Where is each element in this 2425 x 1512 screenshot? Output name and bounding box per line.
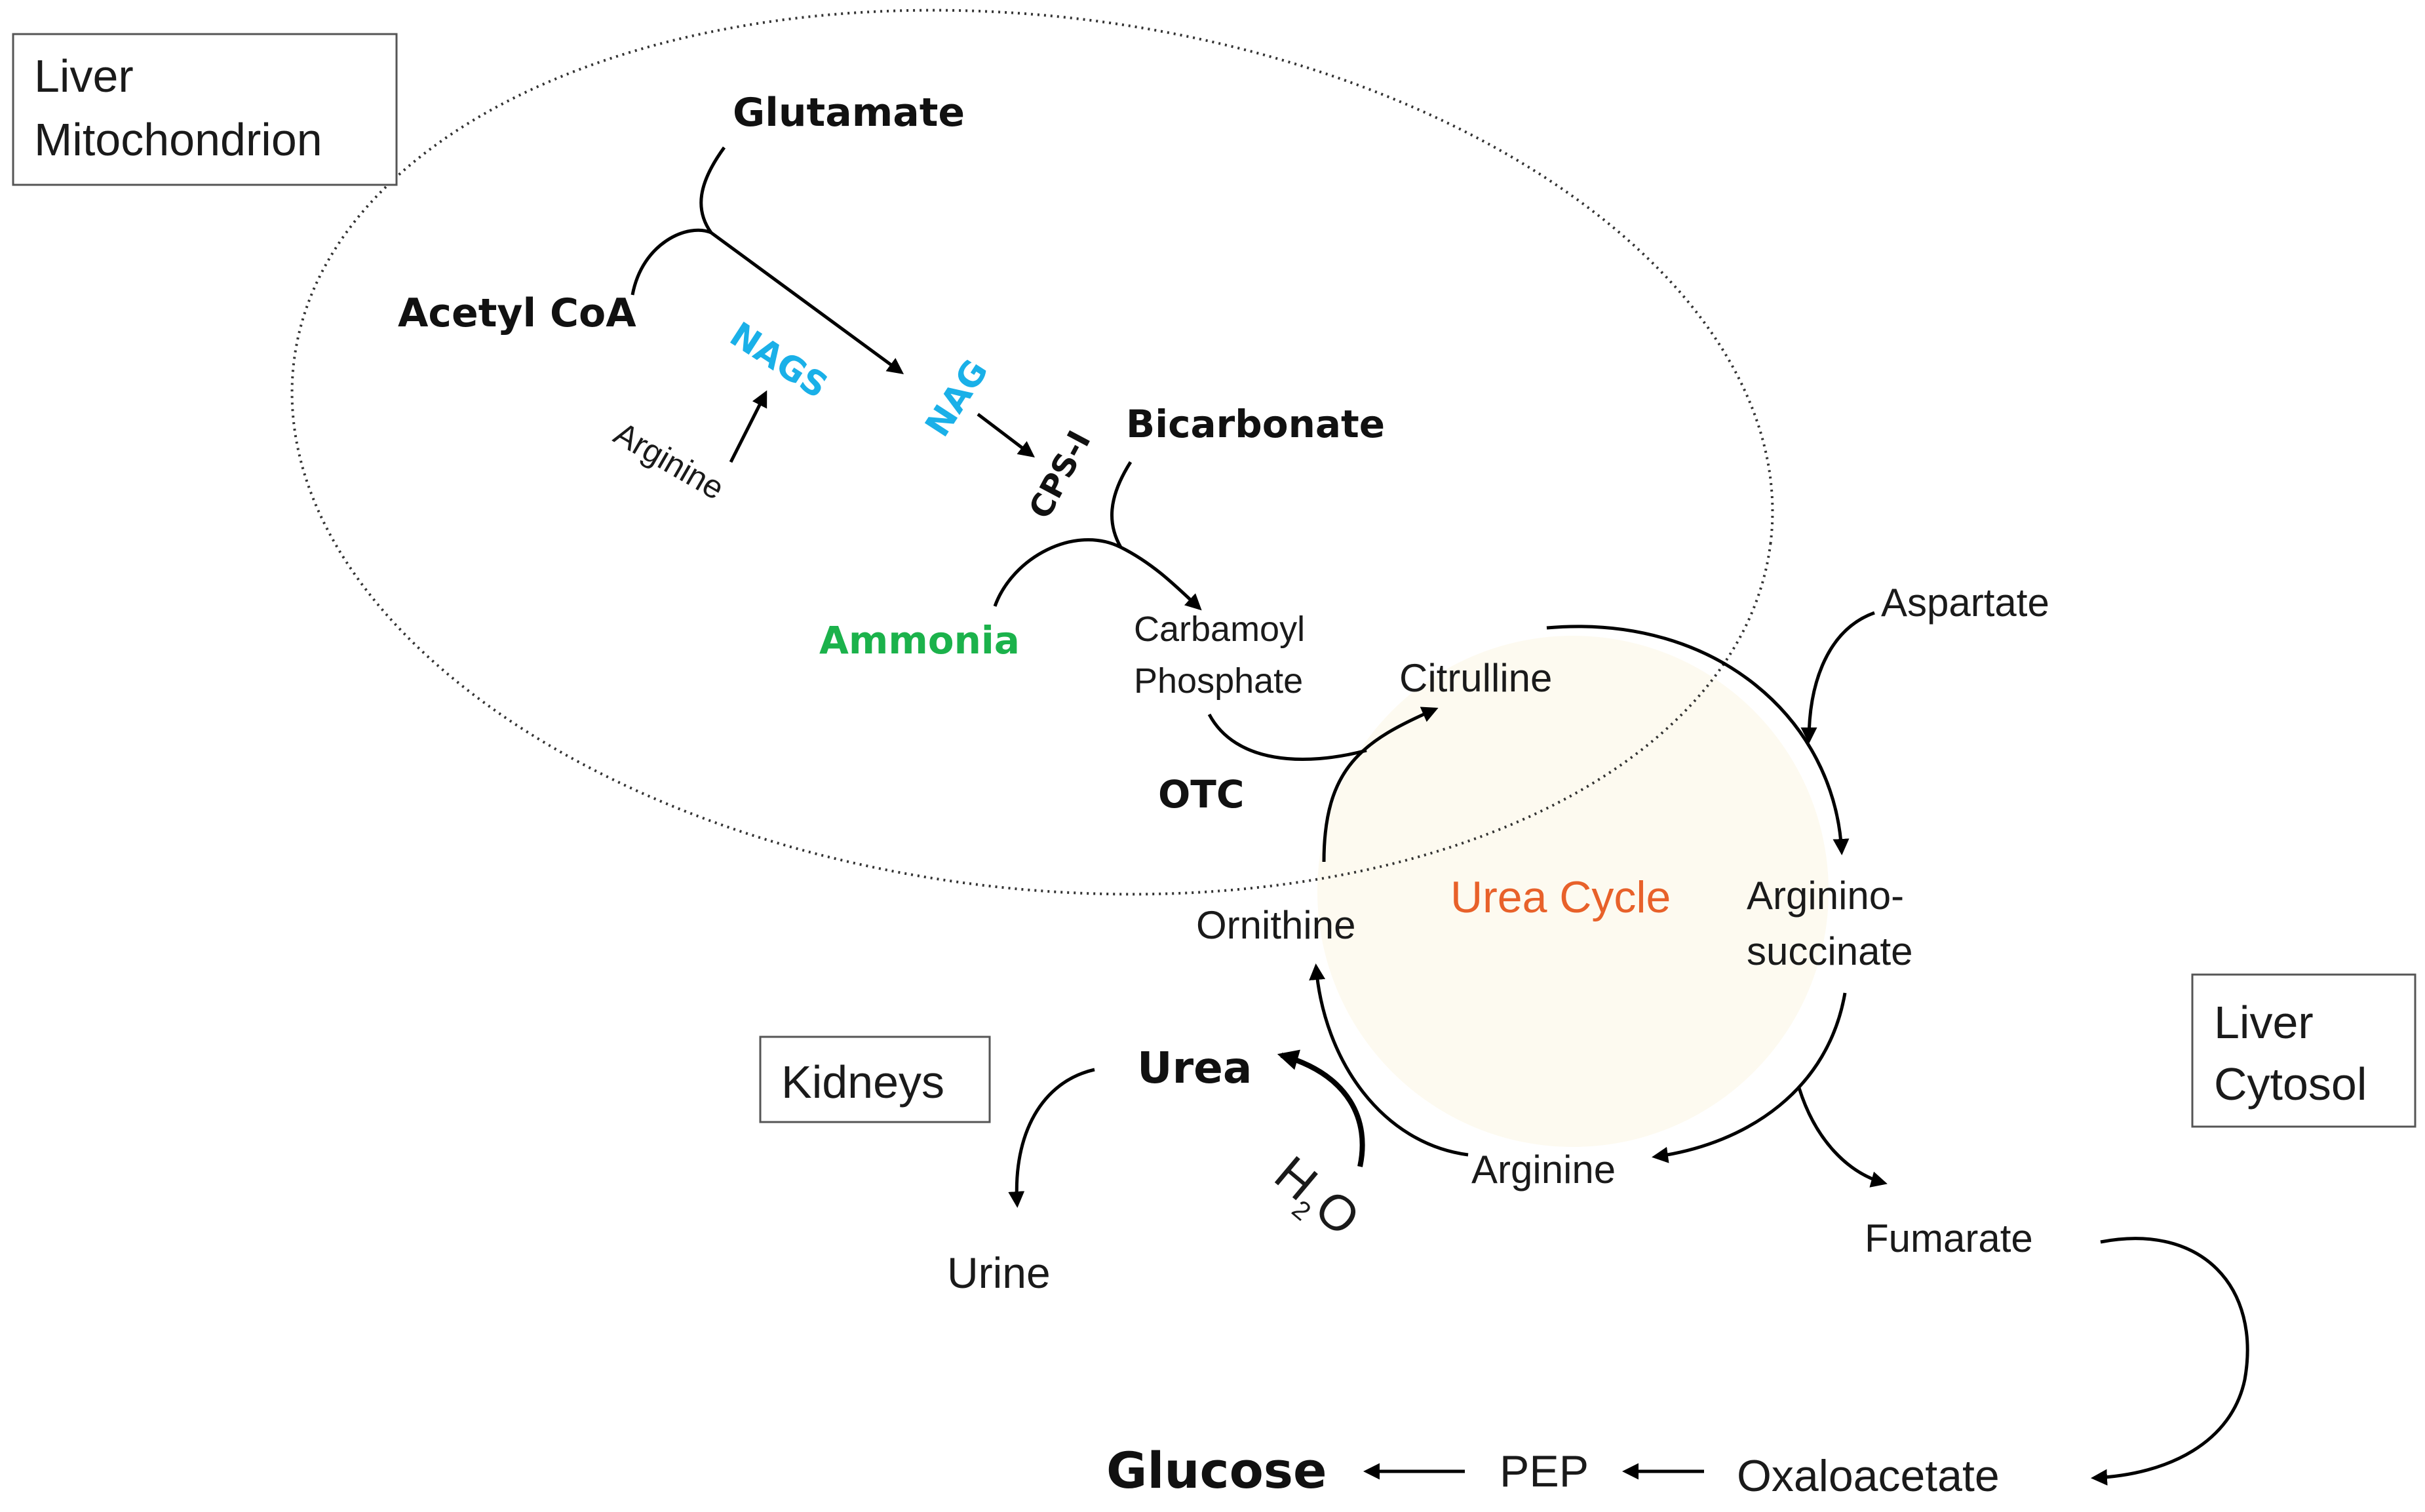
kidneys-label: Kidneys [781, 1056, 944, 1108]
arginine-to-ornithine-arrow [1309, 963, 1469, 1157]
otc-enzyme-label: OTC [1158, 772, 1244, 817]
aspartate-input-arrow [1800, 611, 1875, 744]
fumarate-label: Fumarate [1865, 1216, 2033, 1260]
urea-cycle-disc [1317, 636, 1829, 1147]
aspartate-label: Aspartate [1881, 581, 2049, 625]
urea-release-arrow [1277, 1049, 1365, 1167]
argininosuccinate-label-line2: succinate [1747, 929, 1912, 973]
fumarate-to-oxaloacetate-arrow [2091, 1237, 2249, 1486]
argininosuccinate-label-line1: Arginino- [1747, 874, 1904, 918]
urea-label: Urea [1137, 1043, 1252, 1093]
argininosuccinate-to-arginine-arrow [1652, 992, 1847, 1163]
bicarbonate-label: Bicarbonate [1126, 402, 1385, 446]
ammonia-label: Ammonia [819, 618, 1020, 663]
water-o: O [1304, 1179, 1370, 1247]
otc-arrow [1207, 713, 1367, 762]
pep-label: PEP [1500, 1446, 1589, 1496]
citrulline-to-argininosuccinate-arrow [1546, 625, 1850, 855]
kidneys-label-box [759, 1036, 991, 1123]
fumarate-output-arrow [1797, 1087, 1888, 1188]
ornithine-label: Ornithine [1196, 903, 1355, 947]
urine-label: Urine [947, 1249, 1051, 1297]
urea-cycle-title: Urea Cycle [1450, 872, 1671, 922]
acetyl-coa-branch-arrow [630, 228, 904, 374]
water-label: H 2 O [1264, 1146, 1370, 1247]
glucose-label: Glucose [1106, 1441, 1327, 1500]
mitochondrion-label-line1: Liver [34, 50, 134, 102]
ammonia-branch-arrow [993, 538, 1202, 611]
bicarbonate-branch-arrow [1110, 461, 1133, 549]
carbamoyl-phosphate-label-line1: Carbamoyl [1134, 610, 1305, 649]
mitochondrion-membrane [290, 9, 1774, 896]
urea-to-urine-arrow [1008, 1068, 1095, 1208]
nag-label: NAG [918, 353, 996, 444]
cps1-enzyme-label: CPS-I [1022, 425, 1098, 524]
cytosol-label-line2: Cytosol [2214, 1058, 2367, 1110]
mitochondrion-label-box [12, 33, 398, 186]
nag-to-cps-arrow [977, 413, 1035, 458]
arginine-activation-arrow [729, 390, 767, 463]
glutamate-label: Glutamate [733, 90, 965, 136]
acetyl-coa-label: Acetyl CoA [398, 290, 636, 336]
arginine-label: Arginine [1471, 1148, 1616, 1192]
arginine-activator-label: Arginine [608, 415, 731, 507]
carbamoyl-phosphate-label-line2: Phosphate [1134, 661, 1303, 701]
glutamate-branch-arrow [699, 146, 726, 234]
water-h: H [1264, 1146, 1328, 1211]
mitochondrion-label-line2: Mitochondrion [34, 114, 322, 165]
nags-enzyme-label: NAGS [723, 315, 834, 407]
oxaloacetate-label: Oxaloacetate [1737, 1451, 2000, 1501]
cytosol-label-box [2191, 973, 2416, 1128]
ornithine-to-citrulline-arrow [1322, 707, 1439, 863]
citrulline-label: Citrulline [1399, 656, 1552, 700]
cytosol-label-line1: Liver [2214, 997, 2314, 1048]
